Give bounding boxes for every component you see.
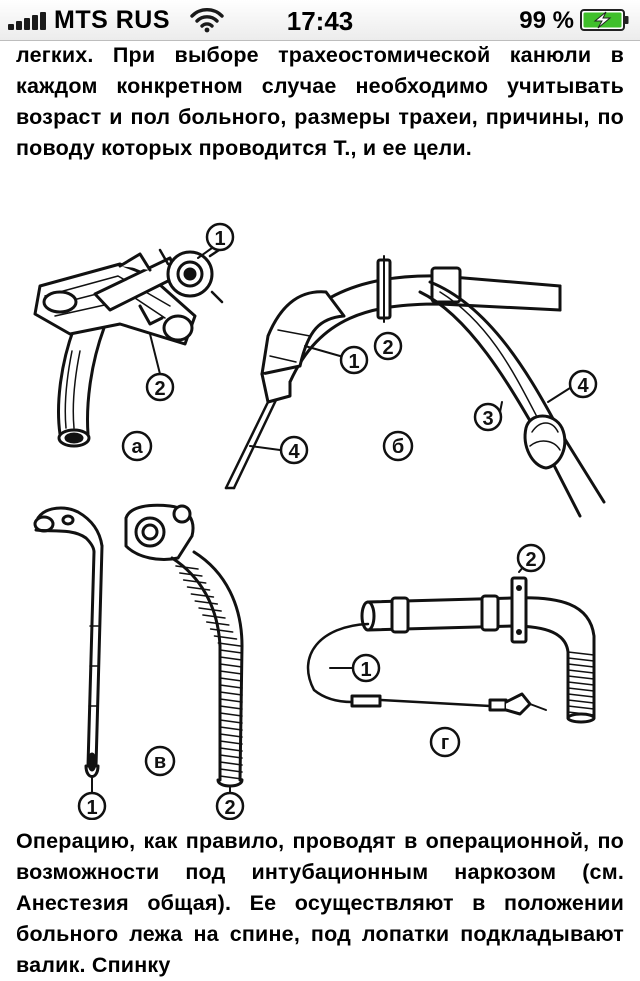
svg-text:2: 2 [382, 337, 393, 359]
cannula-panel-g [306, 576, 596, 724]
svg-text:а: а [131, 436, 143, 458]
svg-text:б: б [392, 436, 404, 458]
cannula-panel-b [224, 255, 606, 518]
battery-charging-icon [580, 9, 629, 31]
battery-percentage: 99 % [519, 7, 574, 34]
tracheostomy-cannula-figure: 1 2 а [0, 206, 640, 820]
svg-text:2: 2 [525, 549, 536, 571]
panel-letter-b: б [382, 430, 414, 462]
signal-strength-icon [8, 12, 50, 30]
callout-b-4-left: 4 [249, 435, 309, 465]
callout-g-1: 1 [329, 653, 381, 683]
callout-a-2: 2 [145, 333, 175, 402]
svg-text:4: 4 [577, 375, 589, 397]
threaded-end-coils [567, 651, 595, 716]
status-bar: MTS RUS 17:43 99 % [0, 0, 640, 41]
svg-text:2: 2 [154, 378, 165, 400]
cannula-panel-a [33, 246, 224, 448]
callout-b-4-right: 4 [547, 369, 598, 403]
svg-text:в: в [154, 751, 166, 773]
callout-v-1: 1 [77, 775, 107, 820]
svg-text:1: 1 [360, 659, 371, 681]
svg-text:1: 1 [348, 351, 359, 373]
article-paragraph-top: легких. При выборе трахеостомической кан… [16, 43, 624, 160]
flexible-tube-coils [175, 565, 243, 780]
carrier-name: MTS RUS [54, 6, 170, 34]
svg-text:2: 2 [224, 797, 235, 819]
svg-text:1: 1 [214, 228, 225, 250]
svg-text:1: 1 [86, 797, 97, 819]
callout-v-2: 2 [215, 785, 245, 820]
panel-letter-v: в [144, 745, 176, 777]
callout-b-3: 3 [473, 401, 503, 432]
clock: 17:43 [286, 6, 354, 36]
panel-letter-a: а [121, 430, 153, 462]
callout-b-1: 1 [304, 345, 369, 375]
cannula-panel-v [33, 503, 244, 788]
wifi-icon [190, 8, 224, 33]
svg-text:г: г [441, 732, 449, 754]
article-paragraph-bottom: Операцию, как правило, проводят в операц… [16, 829, 624, 977]
callout-b-2: 2 [373, 331, 403, 361]
panel-letter-g: г [429, 726, 461, 758]
svg-text:4: 4 [288, 441, 300, 463]
svg-text:3: 3 [482, 408, 493, 430]
callout-a-1: 1 [197, 222, 235, 259]
callout-g-2: 2 [516, 543, 546, 573]
